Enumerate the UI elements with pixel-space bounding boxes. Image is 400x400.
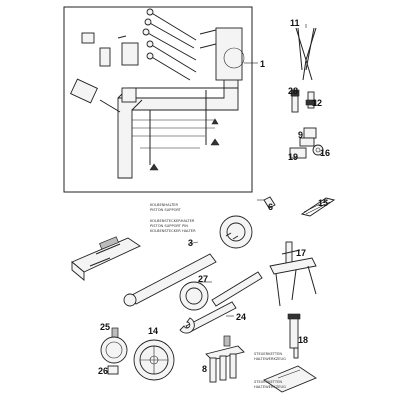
plate-arms xyxy=(199,29,217,49)
angle-bracket xyxy=(70,78,98,104)
leader-lines xyxy=(187,24,307,317)
tool-12 xyxy=(305,91,317,109)
clamp-block xyxy=(121,87,137,103)
bracket-medium xyxy=(121,42,139,66)
callout-18: 18 xyxy=(298,335,308,345)
mounting-flange xyxy=(223,47,245,69)
note-c-line2: HALTEWERKZEUG xyxy=(254,357,286,361)
note-a-line1: KOLBENHALTER xyxy=(150,203,179,207)
note-d-line1: STEUERKETTEN xyxy=(254,380,282,384)
holding-plate-19 xyxy=(263,365,317,393)
tool-9 xyxy=(299,127,317,147)
puller-17 xyxy=(269,241,317,307)
note-a-line2: PISTON SUPPORT xyxy=(150,208,182,212)
note-b-line1: KOLBENSTECKERHALTER xyxy=(150,219,195,223)
callout-12: 12 xyxy=(312,98,322,108)
note-c-line1: STEUERKETTEN xyxy=(254,352,282,356)
insert-tool-28 xyxy=(290,89,300,113)
note-b-line3: KOLBENSTECKER HALTER xyxy=(150,229,196,233)
callout-6: 6 xyxy=(268,202,273,212)
ring-spanner-3 xyxy=(123,215,253,307)
callout-15: 15 xyxy=(318,198,328,208)
tool-16 xyxy=(312,144,324,156)
note-d-line2: HALTEWERKZEUG xyxy=(254,385,286,389)
adapter-26 xyxy=(107,365,119,375)
callout-9: 9 xyxy=(298,130,303,140)
loose-pin xyxy=(117,35,127,39)
callout-26: 26 xyxy=(98,366,108,376)
callout-24: 24 xyxy=(236,312,246,322)
callout-1: 1 xyxy=(260,59,265,69)
flywheel-14 xyxy=(133,339,175,381)
engine-stand-assembly xyxy=(63,6,258,193)
holding-bar-27 xyxy=(211,271,263,307)
callout-19: 19 xyxy=(288,152,298,162)
bolt-set xyxy=(142,8,197,81)
callout-3: 3 xyxy=(188,238,193,248)
bracket-small xyxy=(99,47,111,67)
extractor-18 xyxy=(287,313,301,359)
tool-19 xyxy=(289,147,307,159)
callout-28: 28 xyxy=(288,86,298,96)
callout-17: 17 xyxy=(296,248,306,258)
callout-16: 16 xyxy=(320,148,330,158)
foot-3 xyxy=(211,118,219,125)
callout-25: 25 xyxy=(100,322,110,332)
nut-block xyxy=(81,32,95,44)
foot-1 xyxy=(149,163,159,171)
dial-gauge-25 xyxy=(100,327,128,364)
note-b-line2: PISTON SUPPORT PIN xyxy=(150,224,188,228)
circlip-pliers xyxy=(295,27,317,81)
multi-tool-8 xyxy=(205,335,245,383)
foot-2 xyxy=(210,138,220,146)
callout-11: 11 xyxy=(290,18,300,28)
hex-key-6 xyxy=(257,196,276,209)
assembly-frame xyxy=(63,6,253,193)
stud-1 xyxy=(99,99,121,113)
piston-support-tool xyxy=(71,236,141,281)
callout-27: 27 xyxy=(198,274,208,284)
callout-14: 14 xyxy=(148,326,158,336)
clutch-holder-24 xyxy=(179,281,237,334)
mounting-plate xyxy=(215,27,243,81)
callout-8: 8 xyxy=(202,364,207,374)
feeler-gauge-15 xyxy=(300,197,336,217)
